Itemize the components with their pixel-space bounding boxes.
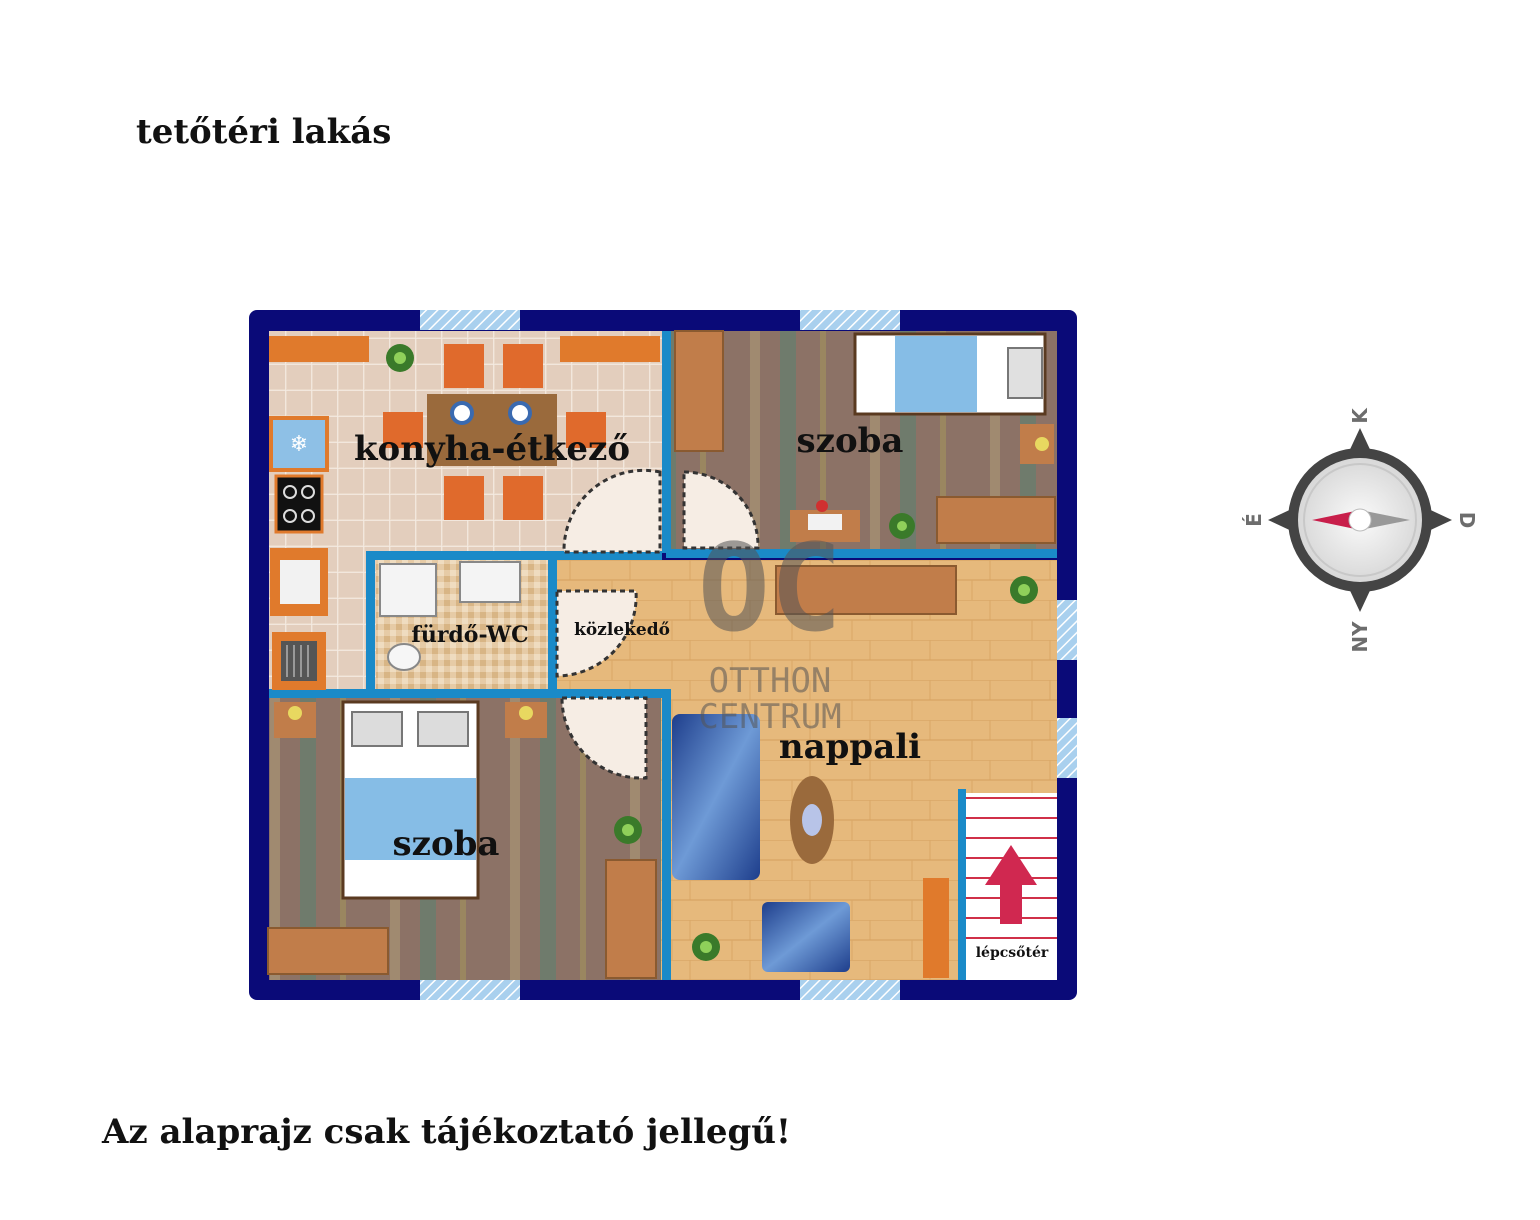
bedroom-top-furniture (674, 330, 1056, 544)
room-label-stairs: lépcsőtér (976, 945, 1049, 961)
compass: K NY É D (1242, 407, 1479, 653)
sofa-icon (672, 714, 760, 880)
svg-text:❄: ❄ (290, 432, 308, 457)
watermark-logo: OC (698, 520, 843, 659)
compass-label-north: K (1348, 407, 1372, 424)
watermark-line2: CENTRUM (698, 697, 841, 737)
room-label-living: nappali (779, 727, 921, 767)
bedroom-bottom-furniture (267, 700, 657, 979)
doors (555, 468, 760, 780)
toilet-icon (387, 643, 421, 671)
armchair-icon (762, 902, 850, 972)
stairs (966, 797, 1057, 939)
watermark: OC OTTHON CENTRUM (698, 520, 843, 737)
watermark-line1: OTTHON (709, 661, 832, 701)
fridge-icon (269, 416, 329, 472)
compass-label-east: D (1455, 512, 1479, 529)
compass-needle-icon (1312, 510, 1360, 530)
room-label-bedroom-top: szoba (797, 421, 904, 461)
room-label-bedroom-bottom: szoba (393, 824, 500, 864)
room-label-kitchen: konyha-étkező (354, 429, 630, 469)
disclaimer-text: Az alaprajz csak tájékoztató jellegű! (102, 1112, 791, 1152)
room-label-corridor: közlekedő (574, 620, 670, 640)
inner-walls (269, 331, 1057, 980)
washbasin-icon (459, 561, 521, 603)
compass-label-west: É (1242, 513, 1266, 527)
windows (420, 310, 1077, 1000)
living-furniture (672, 565, 1038, 978)
compass-label-south: NY (1348, 621, 1372, 653)
page-title: tetőtéri lakás (136, 112, 392, 152)
room-label-bathroom: fürdő-WC (411, 622, 528, 648)
shower-icon (379, 563, 437, 617)
kitchen-furniture: ❄ (269, 336, 660, 690)
bathroom-fixtures (379, 561, 521, 671)
stove-icon (274, 474, 324, 534)
stair-arrow-icon (985, 845, 1037, 924)
